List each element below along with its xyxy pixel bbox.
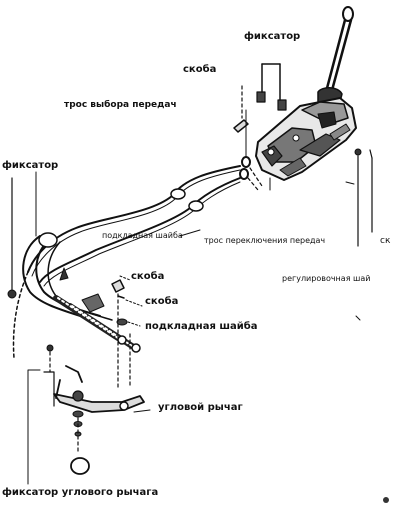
label-skoba-mid-2: скоба [145,296,179,307]
label-fiksator-uglovogo: фиксатор углового рычага [2,487,159,498]
shift-lever [317,6,354,111]
label-podkladnaya-shaiba-lower: подкладная шайба [145,321,258,332]
label-fiksator-left: фиксатор [2,160,59,171]
label-skoba-mid-1: скоба [131,271,165,282]
mid-clips-washer [111,275,143,389]
label-skoba-top: скоба [183,64,217,75]
label-tros-vybora: трос выбора передач [64,100,177,110]
top-clip [233,85,249,133]
shifter-housing [255,97,357,181]
left-latch [7,177,17,299]
label-cut-right: ск [380,236,391,246]
label-fiksator-top: фиксатор [244,31,301,42]
shift-cable [39,177,241,287]
top-latch-clips [256,63,287,111]
angle-lever [53,365,145,413]
angle-lever-stack [43,344,90,475]
cable-end-fittings [239,156,263,191]
threaded-cable-ends [53,267,141,353]
label-uglovoy-rychag: угловой рычаг [158,402,243,413]
label-tros-pereklyucheniya: трос переключения передач [204,236,326,245]
adjusting-washer [354,148,373,247]
leader-lines [27,109,271,485]
label-reguliruvochnaya: регулировочная шай [282,274,371,283]
label-podkladnaya-shaiba-center: подкладная шайба [102,231,183,240]
small-marks [345,181,389,503]
